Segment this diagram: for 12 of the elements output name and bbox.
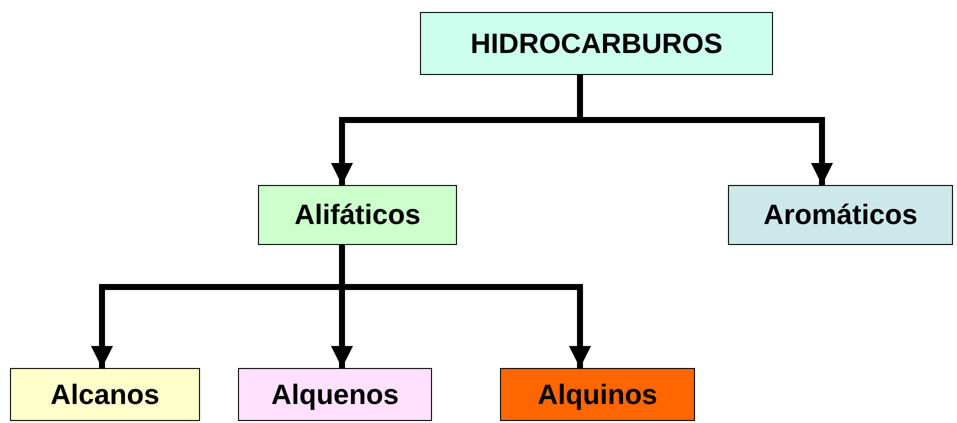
- category-box: [10, 368, 200, 421]
- category-label: HIDROCARBUROS: [470, 28, 722, 60]
- category-box: [420, 12, 773, 75]
- category-box: [258, 185, 457, 245]
- category-label: Aromáticos: [763, 199, 918, 231]
- category-box: [728, 185, 953, 245]
- category-label: Alcanos: [50, 378, 160, 410]
- category-label: Alifáticos: [294, 199, 421, 231]
- category-box: [500, 368, 695, 421]
- category-box: [238, 368, 432, 421]
- category-label: Alquenos: [271, 378, 399, 410]
- category-label: Alquinos: [538, 378, 658, 410]
